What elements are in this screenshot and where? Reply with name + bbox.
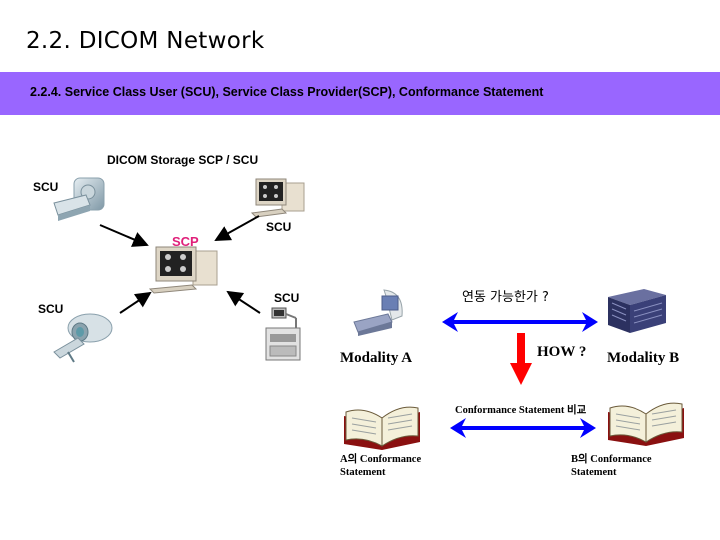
modality-a-label: Modality A [340,350,413,366]
doc-b-line2: Statement [571,467,617,478]
section-banner [0,72,720,115]
arrow-ct-to-scp-line [99,224,149,247]
compare-label: Conformance Statement 비교 [455,405,587,416]
ct-scanner-icon [53,177,105,221]
workstation-icon [250,178,305,218]
modality-b-label: Modality B [607,350,680,366]
modality-b-icon [608,289,666,333]
scu-label-mri: SCU [38,302,64,316]
how-down-arrow [510,333,532,385]
interop-question: 연동 가능한가 ? [462,290,549,305]
doc-b-label: B의 Conformance Statement [571,453,652,479]
page-title: 2.2. DICOM Network [26,28,265,54]
scp-label: SCP [172,234,199,249]
doc-a-line1: A의 Conformance [340,454,422,465]
conformance-book-b-icon [608,402,684,446]
how-label: HOW ? [537,344,587,360]
arrow-us-to-scp-line [226,290,261,314]
scu-label-workstation: SCU [266,220,292,234]
section-subtitle: 2.2.4. Service Class User (SCU), Service… [30,85,544,99]
doc-a-line2: Statement [340,467,386,478]
arrow-ws-to-scp-line [214,215,260,241]
conformance-book-a-icon [344,406,420,450]
doc-a-label: A의 Conformance Statement [340,453,421,479]
scu-label-ct: SCU [33,180,59,194]
interop-double-arrow [442,312,598,332]
storage-diagram-title: DICOM Storage SCP / SCU [107,153,259,167]
scp-workstation-icon [148,246,218,294]
scu-label-ultrasound: SCU [274,291,300,305]
mri-scanner-icon [53,313,113,363]
doc-b-line1: B의 Conformance [571,454,652,465]
ultrasound-icon [265,307,301,361]
compare-double-arrow [450,418,596,438]
arrow-mri-to-scp-line [119,291,152,314]
modality-a-icon [353,289,403,336]
